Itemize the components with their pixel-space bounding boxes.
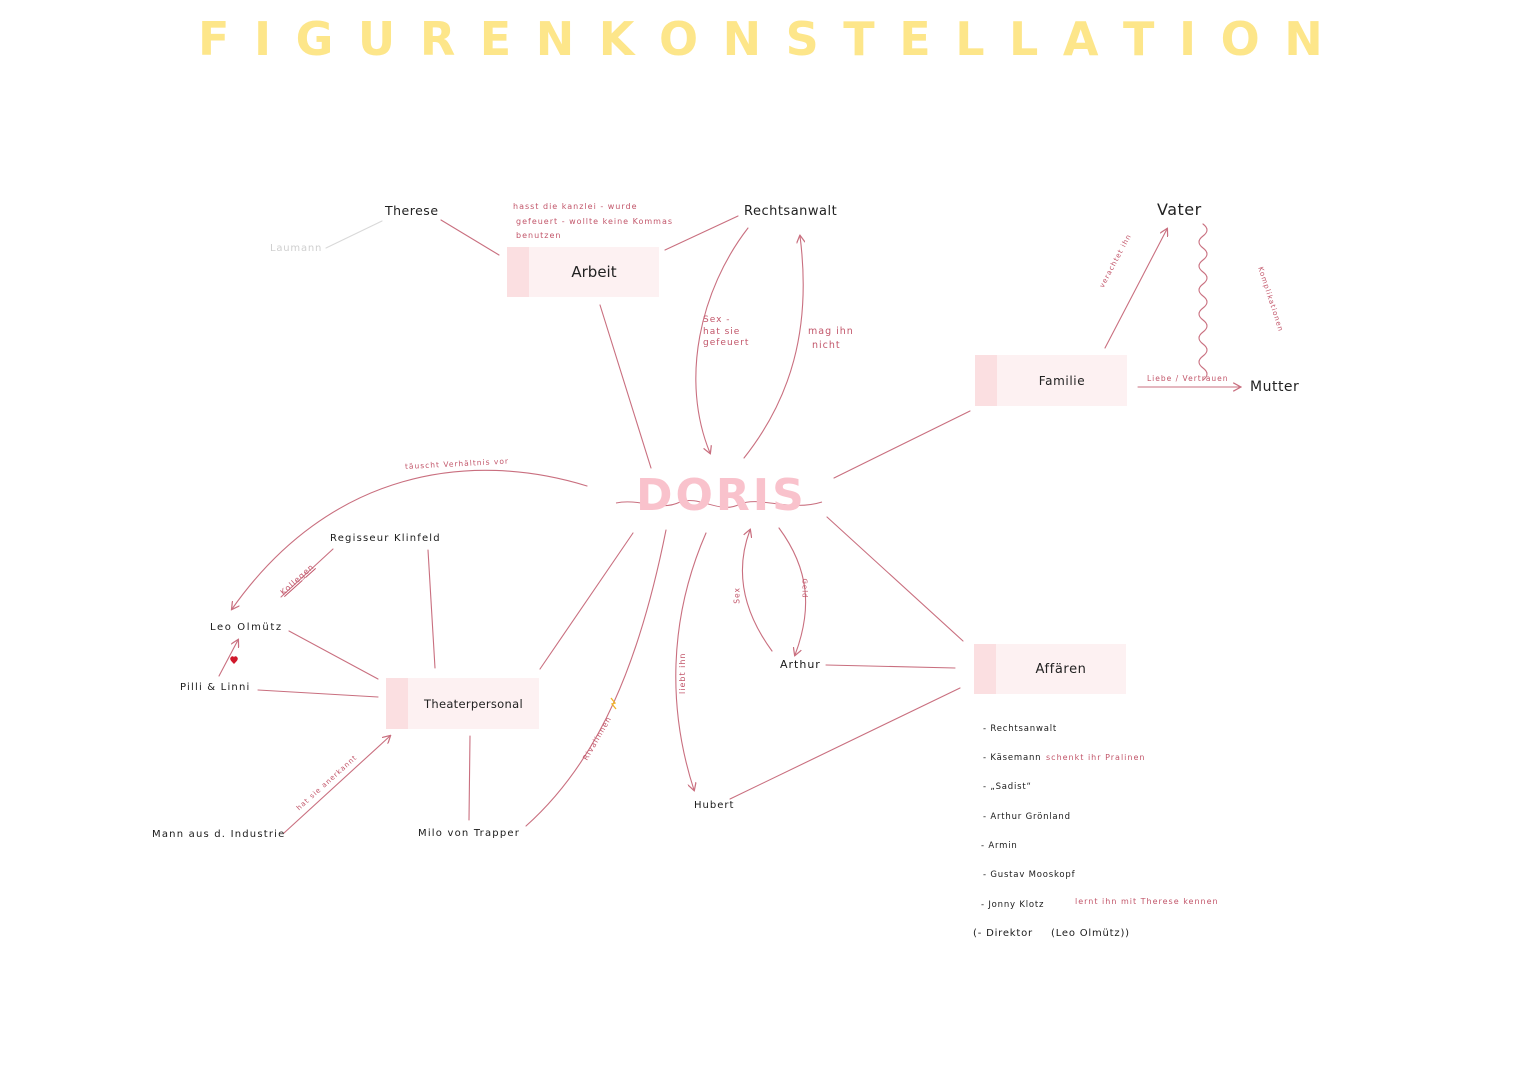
affaere-item: (- Direktor [973,928,1033,939]
note-liebe: Liebe / Vertrauen [1147,374,1229,383]
affaere-item: - Arthur Grönland [983,812,1071,822]
edge-milo-theater [468,735,471,821]
box-theaterpersonal: Theaterpersonal [386,678,539,729]
note-arbeit-3: benutzen [516,231,562,240]
edge-pilli-leo [218,640,238,677]
center-node-doris: DORIS [636,470,807,521]
note-liebt-ihn: liebt ihn [678,652,687,695]
person-milo: Milo von Trapper [418,828,521,839]
box-familie: Familie [975,355,1127,406]
box-tab [975,355,997,406]
note-mag-1: mag ihn [808,326,854,337]
edge-rechtsanwalt-doris-sex [695,227,749,453]
box-label: Arbeit [571,263,617,281]
doris-scribble [615,500,823,508]
title-letter: O [658,12,699,66]
edge-arbeit-rechtsanwalt [664,215,739,251]
affaere-note: (Leo Olmütz)) [1051,928,1130,939]
title-letter: N [1284,12,1323,66]
box-affaeren: Affären [974,644,1126,694]
edge-therese-arbeit [440,219,500,256]
edge-doris-milo-rivalinnen [525,529,667,827]
edge-leo-theater [288,630,379,680]
title-letter: U [357,12,396,66]
box-label: Familie [1038,373,1086,388]
person-hubert: Hubert [694,800,735,811]
title-letter: K [598,12,635,66]
edge-doris-affaeren [826,516,964,642]
title-letter: F [198,12,230,66]
edge-industrie-theater [283,736,390,834]
diagram-title: F I G U R E N K O N S T E L L A T I O N [198,12,1323,66]
person-laumann: Laumann [270,243,323,254]
person-mutter: Mutter [1250,379,1300,395]
edge-regisseur-leo [280,548,334,598]
box-tab [386,678,408,729]
title-letter: N [535,12,575,66]
edge-pilli-theater [257,689,379,698]
person-therese: Therese [385,203,439,218]
note-sex-3: gefeuert [703,338,750,348]
affaere-note: lernt ihn mit Therese kennen [1075,897,1219,906]
person-leo: Leo Olmütz [210,622,283,633]
edge-arbeit-doris [599,304,652,469]
affaere-item: - Käsemann [983,753,1042,763]
edge-hubert-affaeren [729,687,961,800]
edge-regisseur-theater [427,549,436,669]
title-letter: O [1220,12,1260,66]
box-arbeit: Arbeit [507,247,659,297]
title-letter: E [479,12,512,66]
person-regisseur: Regisseur Klinfeld [330,533,441,544]
title-letter: I [253,12,272,66]
title-letter: L [955,12,985,66]
edge-arthur-doris-sex [741,530,773,652]
box-tab [974,644,996,694]
edge-doris-theater [539,532,634,670]
edge-familie-vater [1104,229,1167,349]
edge-doris-hubert-liebt [675,532,707,790]
note-geld: Geld [800,578,809,599]
title-letter: T [843,12,875,66]
person-pilli-linni: Pilli & Linni [180,682,251,693]
box-label: Affären [1035,661,1087,677]
note-mag-2: nicht [812,340,841,351]
note-sex: Sex [732,587,742,604]
edge-doris-leo [232,469,588,609]
edge-familie-doris [833,410,971,479]
person-vater: Vater [1157,200,1202,219]
edge-vater-mutter [1198,223,1208,381]
note-arbeit-1: hasst die kanzlei - wurde [513,202,638,211]
title-letter: R [419,12,456,66]
affaere-item: - „Sadist“ [983,782,1032,792]
affaere-item: - Gustav Mooskopf [983,870,1076,880]
affaere-item: - Armin [981,841,1018,851]
title-letter: T [1123,12,1155,66]
title-letter: S [785,12,819,66]
heart-icon [230,656,238,664]
person-mann-industrie: Mann aus d. Industrie [152,829,286,840]
note-sex-2: hat sie [703,327,741,337]
edge-laumann-therese [325,220,383,249]
affaere-item: - Jonny Klotz [981,900,1045,910]
affaere-note: schenkt ihr Pralinen [1046,753,1146,762]
title-letter: L [1009,12,1039,66]
box-label: Theaterpersonal [424,696,523,711]
lightning-icon [610,697,617,710]
note-arbeit-2: gefeuert - wollte keine Kommas [516,217,674,226]
edge-doris-rechtsanwalt-mag [743,236,803,459]
person-arthur: Arthur [780,658,821,671]
person-rechtsanwalt: Rechtsanwalt [744,204,838,219]
title-letter: E [899,12,931,66]
title-letter: I [1178,12,1197,66]
title-letter: G [295,12,334,66]
title-letter: A [1062,12,1099,66]
title-letter: N [722,12,762,66]
edge-doris-arthur-geld [778,527,807,655]
edge-arthur-affaeren [825,664,956,669]
affaere-item: - Rechtsanwalt [983,724,1057,734]
note-sex-1: Sex - [703,315,731,325]
box-tab [507,247,529,297]
